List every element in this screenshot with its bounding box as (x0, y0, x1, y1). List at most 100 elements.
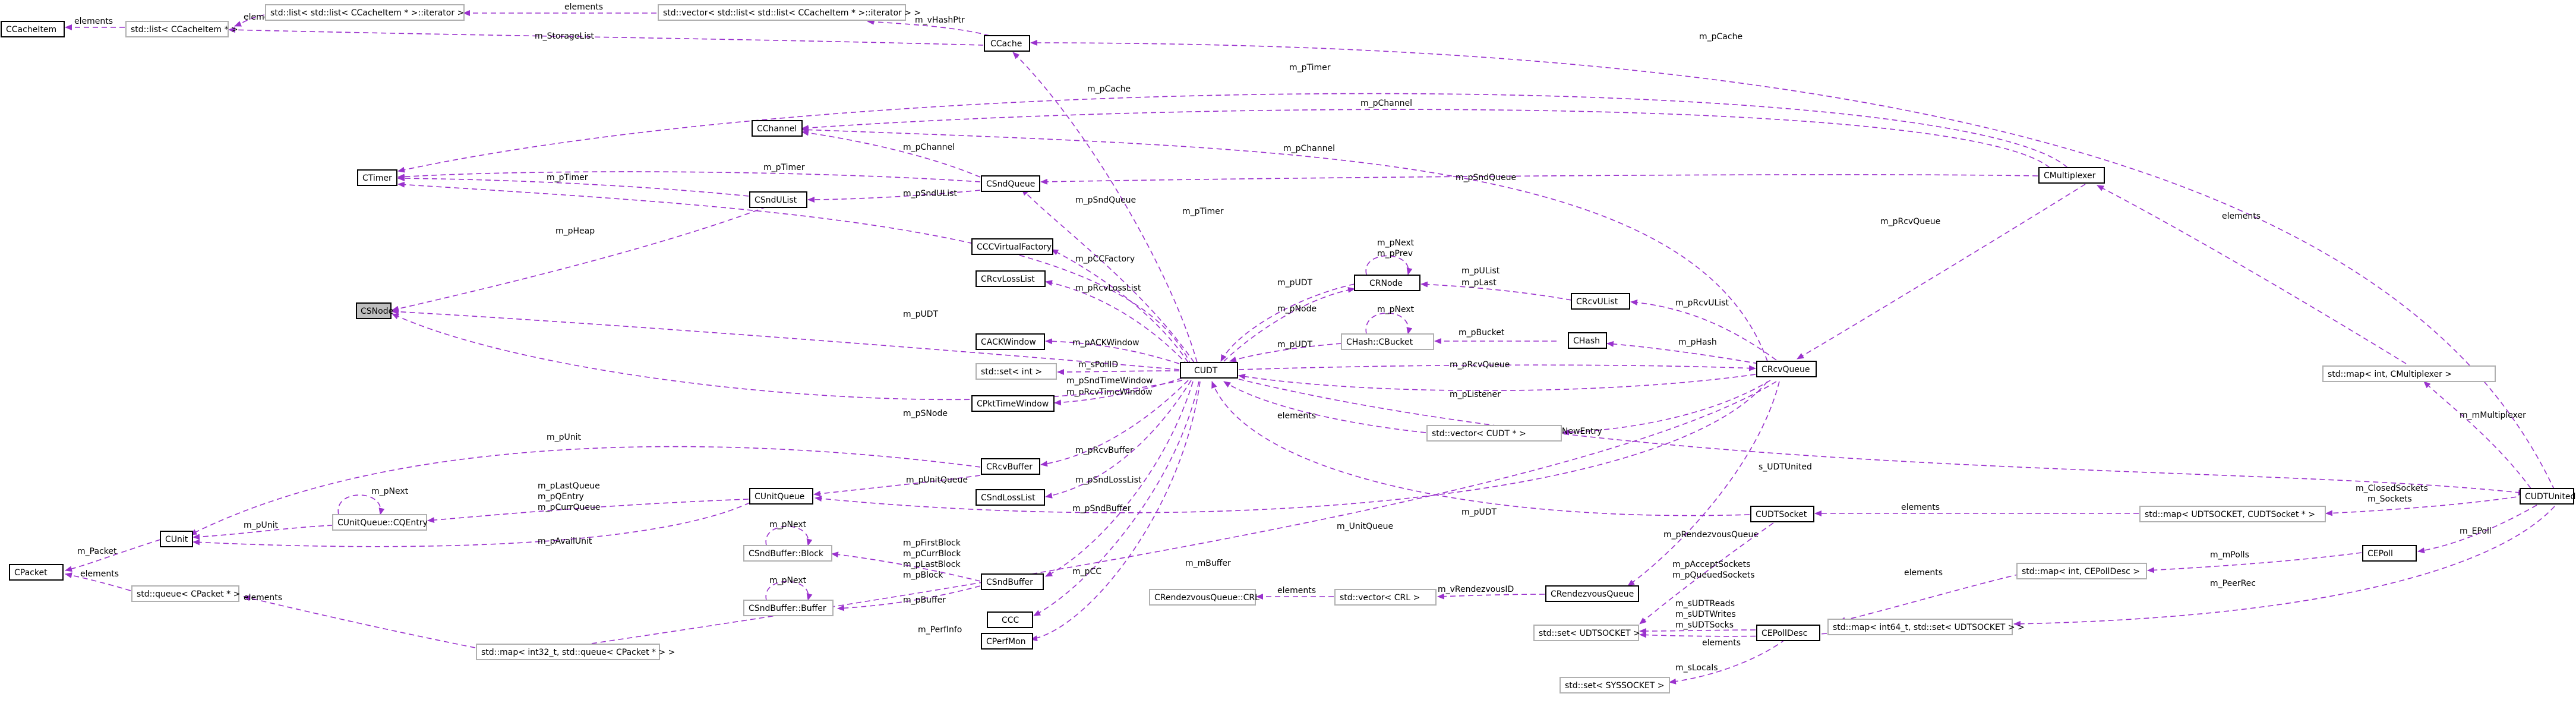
edge-m-pnext-rnode (1365, 255, 1413, 275)
svg-text:CHash: CHash (1573, 336, 1600, 346)
edge-m-pavailunit (192, 502, 750, 547)
node-csndqueue[interactable]: CSndQueue (981, 175, 1040, 192)
edge-m-pnext-bucket (1365, 312, 1413, 335)
svg-text:CTimer: CTimer (362, 174, 392, 183)
node-csndbuffer-buffer[interactable]: CSndBuffer::Buffer (743, 600, 834, 616)
node-set-syssocket[interactable]: std::set< SYSSOCKET > (1560, 677, 1670, 693)
svg-text:CSndLossList: CSndLossList (981, 493, 1036, 503)
node-map-int-cmultiplexer[interactable]: std::map< int, CMultiplexer > (2322, 365, 2496, 382)
edge-label: m_pRcvBuffer (1075, 446, 1134, 455)
node-ccacheitem[interactable]: CCacheItem (1, 21, 65, 37)
node-ccc[interactable]: CCC (987, 611, 1033, 628)
node-cchannel[interactable]: CChannel (752, 120, 803, 137)
edge-label: m_pCache (1087, 84, 1131, 94)
edge-m-pcache-cudt (1012, 52, 1198, 363)
node-cpkttimewindow[interactable]: CPktTimeWindow (971, 395, 1055, 412)
svg-text:std::map< UDTSOCKET, CUDTSocke: std::map< UDTSOCKET, CUDTSocket * > (2145, 510, 2315, 519)
node-cunitqueue-centry[interactable]: CUnitQueue::CQEntry (332, 514, 428, 531)
node-cudtunited[interactable]: CUDTUnited (2520, 488, 2575, 505)
node-crendezvousqueue[interactable]: CRendezvousQueue (1545, 585, 1639, 602)
edge-m-psnode (392, 313, 1183, 401)
edge-label: m_Packet (77, 547, 117, 556)
svg-text:CACKWindow: CACKWindow (981, 338, 1036, 347)
svg-text:CSndBuffer::Buffer: CSndBuffer::Buffer (749, 604, 826, 613)
node-cudt[interactable]: CUDT (1180, 362, 1238, 379)
node-set-int[interactable]: std::set< int > (976, 363, 1057, 380)
node-vector-list-iterator[interactable]: std::vector< std::list< std::list< CCach… (658, 4, 921, 21)
node-list-ccacheitem-ptr[interactable]: std::list< CCacheItem * > (125, 21, 238, 37)
node-ccc-virtual-factory[interactable]: CCCVirtualFactory (971, 238, 1053, 255)
node-cepolldesc[interactable]: CEPollDesc (1756, 625, 1820, 641)
edge-label: m_pChannel (1283, 144, 1335, 153)
node-ctimer[interactable]: CTimer (357, 169, 397, 186)
node-csndulist[interactable]: CSndUList (749, 191, 807, 208)
node-cudtsocket[interactable]: CUDTSocket (1750, 506, 1814, 522)
node-crcvlosslist[interactable]: CRcvLossList (976, 270, 1046, 287)
svg-text:CUDT: CUDT (1194, 366, 1218, 376)
node-csndbuffer-block[interactable]: CSndBuffer::Block (743, 545, 832, 562)
edge-m-ptimer-mux (397, 93, 2068, 173)
edge-m-psndbuffer (1045, 381, 1194, 577)
node-cepoll[interactable]: CEPoll (2362, 545, 2417, 562)
edge-elements-map-mux (2097, 185, 2407, 364)
edge-m-unitqueue (815, 381, 1768, 513)
edge-m-pheap (392, 206, 767, 312)
edge-label: elements (2222, 212, 2261, 221)
edge-m-sudtreads (1639, 628, 1756, 634)
edge-m-pollid (1057, 368, 1180, 375)
node-vector-cudt-ptr[interactable]: std::vector< CUDT * > (1426, 425, 1562, 442)
node-list-iterator[interactable]: std::list< std::list< CCacheItem * >::it… (265, 4, 465, 21)
svg-text:CCache: CCache (990, 39, 1022, 49)
node-chash[interactable]: CHash (1568, 332, 1607, 349)
edge-label: m_pRcvTimeWindow (1066, 387, 1153, 397)
edge-label: m_pLastBlock (903, 560, 961, 569)
node-csndlosslist[interactable]: CSndLossList (976, 489, 1045, 506)
node-cackwindow[interactable]: CACKWindow (976, 333, 1045, 350)
node-ccache[interactable]: CCache (984, 35, 1030, 52)
edge-label: m_pUDT (1277, 278, 1313, 288)
edge-label: elements (74, 17, 113, 26)
node-cunitqueue[interactable]: CUnitQueue (749, 488, 813, 505)
edge-label: m_pCache (1699, 32, 1742, 42)
edge-label: m_pUnitQueue (906, 475, 968, 485)
node-cmultiplexer[interactable]: CMultiplexer (2038, 167, 2105, 184)
node-map-int-cepolldesc[interactable]: std::map< int, CEPollDesc > (2016, 563, 2147, 579)
node-crcvqueue[interactable]: CRcvQueue (1756, 361, 1817, 377)
svg-text:CPerfMon: CPerfMon (986, 637, 1026, 647)
edge-label: m_pNext (1377, 238, 1415, 248)
node-map-int32-queue[interactable]: std::map< int32_t, std::queue< CPacket *… (476, 644, 675, 660)
svg-text:std::map< int, CEPollDesc >: std::map< int, CEPollDesc > (2022, 567, 2140, 576)
edge-label: m_pUnit (547, 433, 582, 442)
node-crendezvousqueue-crl[interactable]: CRendezvousQueue::CRL (1149, 589, 1259, 606)
node-csnode[interactable]: CSNode (356, 302, 393, 319)
node-crnode[interactable]: CRNode (1354, 275, 1420, 291)
edge-elements-map-polls (1838, 573, 2021, 623)
node-map-int64-set-udtsocket[interactable]: std::map< int64_t, std::set< UDTSOCKET >… (1827, 619, 2025, 635)
node-map-udtsocket[interactable]: std::map< UDTSOCKET, CUDTSocket * > (2139, 506, 2326, 522)
node-crcvulist[interactable]: CRcvUList (1571, 293, 1630, 310)
edge-label: m_pUDT (1277, 340, 1313, 349)
node-cperfmon[interactable]: CPerfMon (981, 633, 1033, 650)
node-csndbuffer[interactable]: CSndBuffer (981, 573, 1044, 590)
node-queue-cpacket-ptr[interactable]: std::queue< CPacket * > (131, 585, 240, 602)
svg-text:CUDTUnited: CUDTUnited (2525, 492, 2575, 502)
edge-m-pacceptsockets (1639, 522, 1774, 625)
node-vector-crl[interactable]: std::vector< CRL > (1334, 589, 1437, 606)
node-crcvbuffer[interactable]: CRcvBuffer (981, 458, 1040, 475)
edge-elements-map-int32 (243, 595, 476, 648)
edge-m-psndulist (807, 190, 981, 203)
node-chash-cbucket[interactable]: CHash::CBucket (1341, 333, 1434, 350)
edge-label: m_pSndTimeWindow (1066, 376, 1153, 386)
edge-label: m_pCurrQueue (538, 503, 600, 512)
svg-text:std::map< int32_t, std::queue<: std::map< int32_t, std::queue< CPacket *… (481, 648, 675, 657)
node-set-udtsocket[interactable]: std::set< UDTSOCKET > (1533, 625, 1640, 641)
edge-label: m_pNext (1377, 305, 1415, 314)
edge-m-pudt-bucket (1229, 343, 1342, 362)
svg-text:std::vector< std::list< std::l: std::vector< std::list< std::list< CCach… (663, 8, 921, 18)
node-cunit[interactable]: CUnit (160, 531, 193, 547)
node-cpacket[interactable]: CPacket (9, 564, 64, 581)
edge-label: m_pSndBuffer (1072, 504, 1131, 513)
edge-label: m_pPrev (1377, 249, 1413, 258)
edge-m-pnode (1223, 286, 1355, 362)
